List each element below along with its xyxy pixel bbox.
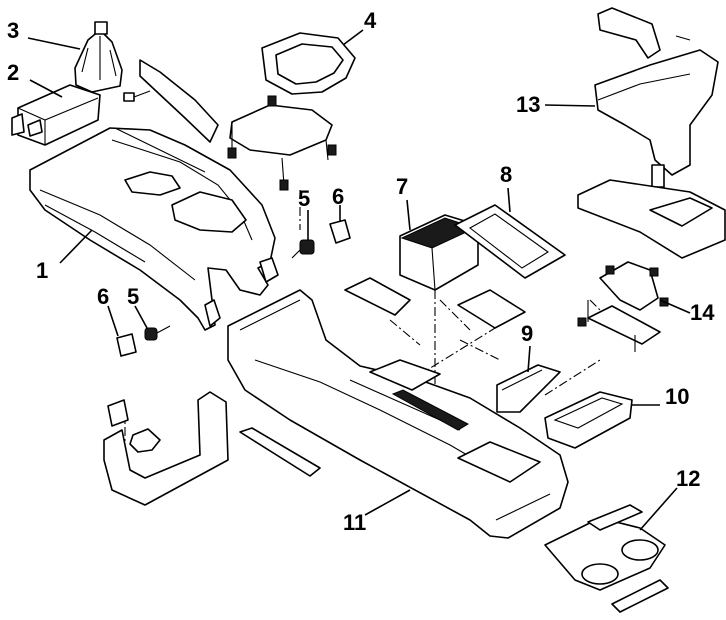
part-13-armrest	[594, 7, 719, 188]
callout-3: 3	[7, 18, 19, 43]
callout-7: 7	[396, 174, 408, 199]
callout-5-lower: 5	[127, 284, 139, 309]
part-1-front-console	[29, 127, 279, 331]
part-5-clip-lower	[144, 325, 171, 341]
side-trim-strip	[139, 59, 219, 143]
callout-12: 12	[676, 466, 700, 491]
mounting-bracket	[103, 391, 229, 506]
part-9-flat-tray	[496, 364, 561, 413]
callout-6: 6	[332, 184, 344, 209]
part-4-shift-bezel	[261, 32, 356, 95]
part-2-panel-box	[11, 84, 101, 146]
part-6-cap-lower	[116, 333, 137, 357]
callout-13: 13	[516, 92, 540, 117]
floor-strip	[239, 427, 321, 477]
part-6-cap-upper	[329, 219, 351, 244]
callout-4: 4	[364, 8, 377, 33]
callout-8: 8	[500, 162, 512, 187]
callout-6-lower: 6	[97, 284, 109, 309]
part-11-main-console	[227, 289, 569, 539]
part-14-armrest-bracket	[577, 261, 669, 352]
callout-labels: 1 2 3 4 5 6 7 8 9 10 11 12 13 14 5 6	[7, 8, 715, 535]
callout-11: 11	[343, 510, 366, 535]
callout-14: 14	[690, 300, 715, 325]
shifter-bracket	[227, 95, 337, 191]
small-panel-right	[457, 289, 526, 329]
part-7-storage-box	[399, 214, 479, 291]
part-12-cup-holder	[544, 504, 669, 613]
leader-lines	[27, 29, 691, 531]
callout-5: 5	[298, 186, 310, 211]
small-holder-left	[344, 277, 411, 316]
part-5-clip-upper	[291, 239, 315, 259]
rear-console-end	[577, 179, 726, 259]
part-10-ashtray	[544, 391, 633, 449]
callout-1: 1	[36, 258, 48, 283]
part-8-lid-panel	[454, 204, 566, 279]
part-3-shift-boot	[74, 21, 123, 93]
callout-9: 9	[521, 321, 533, 346]
callout-10: 10	[665, 384, 689, 409]
callout-2: 2	[7, 60, 19, 85]
screw-near-boot	[123, 90, 151, 102]
